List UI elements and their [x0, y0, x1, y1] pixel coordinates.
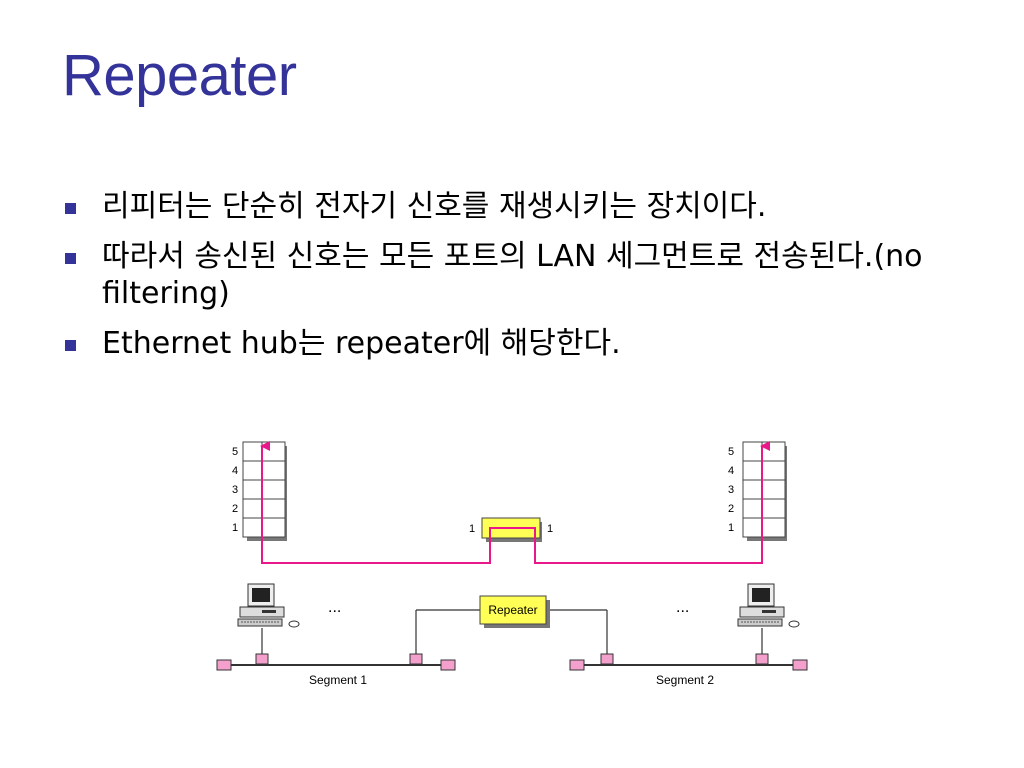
signal-path — [260, 441, 770, 564]
repeater-layer-box: 1 1 — [469, 517, 553, 542]
ellipsis-text: ... — [676, 599, 689, 616]
repeater-device: Repeater — [415, 595, 608, 658]
layer-label: 5 — [232, 446, 238, 458]
right-protocol-stack: 5 4 3 2 1 — [728, 441, 787, 541]
layer-label: 5 — [728, 446, 734, 458]
terminator-icon — [440, 659, 456, 671]
terminator-icon — [569, 659, 585, 671]
square-bullet-icon — [65, 203, 76, 214]
tap-icon — [755, 653, 769, 665]
repeater-port-label: 1 — [547, 523, 553, 535]
left-protocol-stack: 5 4 3 2 1 — [232, 441, 287, 541]
right-computer-icon — [737, 583, 800, 628]
bullet-list: 리피터는 단순히 전자기 신호를 재생시키는 장치이다. 따라서 송신된 신호는… — [62, 188, 942, 375]
ellipsis-text: ... — [328, 599, 341, 616]
layer-label: 4 — [728, 465, 734, 477]
bullet-text: 따라서 송신된 신호는 모든 포트의 LAN 세그먼트로 전송된다.(no fi… — [102, 239, 923, 311]
layer-label: 3 — [728, 484, 734, 496]
layer-label: 1 — [232, 522, 238, 534]
bullet-text: 리피터는 단순히 전자기 신호를 재생시키는 장치이다. — [102, 189, 767, 224]
tap-icon — [600, 653, 614, 665]
segment-1-bus: Segment 1 — [216, 628, 456, 687]
segment-label: Segment 1 — [309, 673, 367, 687]
terminator-icon — [216, 659, 232, 671]
repeater-port-label: 1 — [469, 523, 475, 535]
tap-icon — [255, 653, 269, 665]
repeater-diagram: 5 4 3 2 1 5 4 3 2 1 1 1 — [216, 441, 808, 687]
bullet-item: 리피터는 단순히 전자기 신호를 재생시키는 장치이다. — [62, 188, 942, 225]
layer-label: 4 — [232, 465, 238, 477]
left-computer-icon — [237, 583, 300, 628]
repeater-label: Repeater — [488, 603, 537, 617]
tap-icon — [409, 653, 423, 665]
segment-label: Segment 2 — [656, 673, 714, 687]
layer-label: 2 — [232, 503, 238, 515]
layer-label: 2 — [728, 503, 734, 515]
slide-title: Repeater — [62, 43, 297, 108]
segment-2-bus: Segment 2 — [569, 628, 808, 687]
layer-label: 1 — [728, 522, 734, 534]
layer-label: 3 — [232, 484, 238, 496]
square-bullet-icon — [65, 340, 76, 351]
terminator-icon — [792, 659, 808, 671]
bullet-text: Ethernet hub는 repeater에 해당한다. — [102, 326, 621, 361]
square-bullet-icon — [65, 253, 76, 264]
bullet-item: 따라서 송신된 신호는 모든 포트의 LAN 세그먼트로 전송된다.(no fi… — [62, 238, 942, 312]
bullet-item: Ethernet hub는 repeater에 해당한다. — [62, 325, 942, 362]
